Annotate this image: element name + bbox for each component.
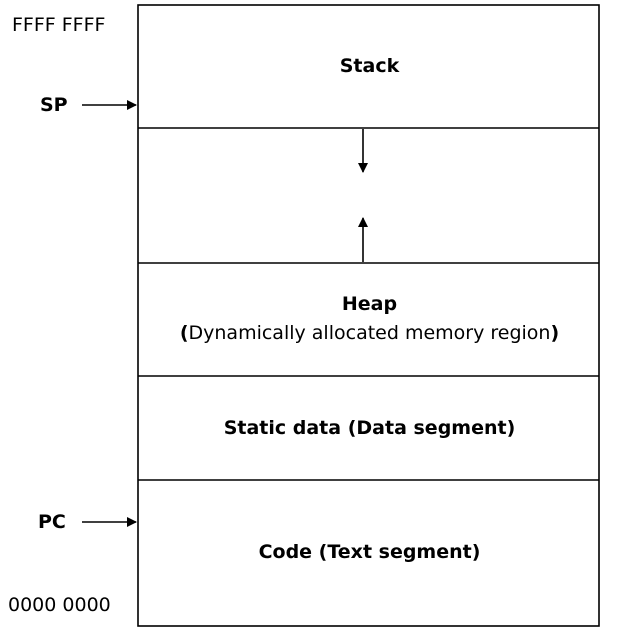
heap-description: (Dynamically allocated memory region): [139, 322, 600, 344]
sp-register-label: SP: [40, 94, 68, 116]
stack-label: Stack: [339, 55, 400, 77]
code-label: Code (Text segment): [258, 541, 481, 563]
top-address-label: FFFF FFFF: [12, 14, 106, 36]
static-data-label: Static data (Data segment): [223, 417, 516, 439]
heap-close-paren: ): [550, 322, 560, 344]
heap-open-paren: (: [179, 322, 189, 344]
heap-label: Heap: [341, 293, 398, 315]
bottom-address-label: 0000 0000: [8, 594, 111, 616]
heap-description-text: Dynamically allocated memory region: [188, 322, 551, 344]
memory-block-outline: [137, 4, 600, 627]
pc-register-label: PC: [38, 511, 66, 533]
